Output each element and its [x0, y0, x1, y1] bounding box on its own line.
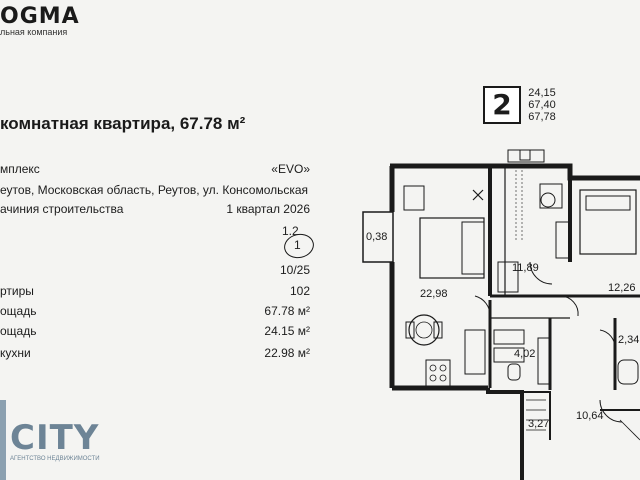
spec-label: ощадь: [0, 304, 37, 318]
watermark-bar: [0, 400, 6, 480]
spec-value: 10/25: [279, 263, 310, 277]
handwritten-note: 1.2 1: [282, 224, 301, 252]
spec-row: кухни 22.98 м²: [0, 346, 310, 366]
watermark-subtitle: АГЕНТСТВО НЕДВИЖИМОСТИ: [10, 456, 100, 462]
spec-row: мплекс «EVO»: [0, 162, 310, 182]
spec-value: 24.15 м²: [264, 324, 310, 338]
room-area-wc: 3,27: [528, 418, 550, 430]
room-area-bedroom: 11,89: [512, 262, 539, 274]
room-area-kitchen-living: 22,98: [420, 288, 448, 300]
spec-row: ощадь 67.78 м²: [0, 304, 310, 324]
spec-row: еутов, Московская область, Реутов, ул. К…: [0, 183, 310, 203]
spec-label: кухни: [0, 346, 31, 360]
spec-row: 10/25: [0, 263, 310, 283]
brand-subtitle: льная компания: [0, 27, 68, 37]
handwritten-top: 1.2: [282, 224, 299, 238]
spec-label: еутов, Московская область, Реутов, ул. К…: [0, 183, 309, 197]
handwritten-circled: 1: [294, 238, 301, 252]
room-area-bedroom-2: 12,26: [608, 282, 636, 294]
spec-value: 67.78 м²: [264, 304, 310, 318]
section-areas: 24,15 67,40 67,78: [522, 87, 562, 123]
brand-logo: OGMA: [0, 4, 80, 29]
spec-value: 1 квартал 2026: [226, 202, 310, 216]
spec-value: 102: [289, 284, 310, 298]
room-area-hall: 10,64: [576, 410, 604, 422]
apartment-title: комнатная квартира, 67.78 м²: [0, 114, 246, 133]
room-area-balcony: 0,38: [366, 231, 388, 243]
spec-row: ачиния строительства 1 квартал 2026: [0, 202, 310, 222]
spec-label: ощадь: [0, 324, 37, 338]
spec-label: ртиры: [0, 284, 34, 298]
section-area-with-balcony: 67,78: [528, 111, 556, 123]
spec-row: ощадь 24.15 м²: [0, 324, 310, 344]
spec-label: мплекс: [0, 162, 40, 176]
room-area-storage: 2,34: [618, 334, 640, 346]
section-area-total: 67,40: [528, 99, 556, 111]
section-number-box: 2: [483, 86, 521, 124]
spec-value: 22.98 м²: [264, 346, 310, 360]
spec-label: ачиния строительства: [0, 202, 124, 216]
watermark-logo: CITY: [10, 418, 100, 458]
spec-row: ртиры 102: [0, 284, 310, 304]
spec-value: «EVO»: [271, 162, 310, 176]
room-area-bathroom: 4,02: [514, 348, 536, 360]
section-area-living: 24,15: [528, 87, 556, 99]
